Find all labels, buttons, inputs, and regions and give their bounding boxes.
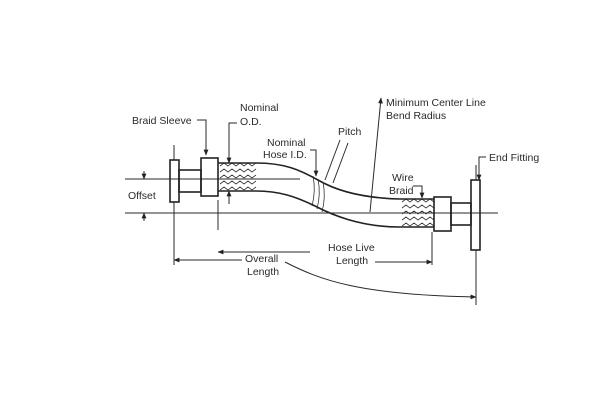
nominal-od-label-1: Nominal — [240, 102, 279, 114]
wire-braid-label-1: Wire — [392, 172, 414, 184]
offset-dimension: Offset — [128, 171, 156, 221]
pitch-marker: Pitch — [324, 126, 362, 184]
overall-length-dimension: Overall Length — [173, 253, 477, 300]
hose-body — [255, 162, 401, 228]
nominal-id-leader — [310, 149, 319, 177]
pitch-label: Pitch — [338, 126, 362, 138]
wire-braid-label-2: Braid — [389, 185, 414, 197]
braid-sleeve-label: Braid Sleeve — [132, 115, 192, 127]
nominal-id-label-2: Hose I.D. — [263, 149, 307, 161]
left-end-fitting — [169, 145, 219, 265]
hose-live-length-dimension: Hose Live Length — [217, 242, 433, 267]
end-fitting-label: End Fitting — [489, 152, 539, 164]
hose-live-label-2: Length — [336, 255, 368, 267]
nominal-id-label-1: Nominal — [267, 137, 306, 149]
hose-live-label-1: Hose Live — [328, 242, 375, 254]
bend-radius-label-2: Bend Radius — [386, 110, 446, 122]
overall-label-2: Length — [247, 266, 279, 278]
nominal-od-leader — [228, 122, 237, 150]
braid-sleeve-leader — [197, 119, 209, 156]
left-wire-braid — [218, 162, 257, 192]
end-fitting-leader — [476, 156, 486, 181]
wire-braid-leader — [413, 185, 425, 199]
bend-radius-label-1: Minimum Center Line — [386, 97, 486, 109]
overall-label-1: Overall — [245, 253, 278, 265]
right-end-fitting — [217, 165, 481, 305]
offset-label: Offset — [128, 190, 156, 202]
bend-radius-leader: Minimum Center Line Bend Radius — [369, 97, 486, 213]
nominal-od-label-2: O.D. — [240, 116, 262, 128]
right-wire-braid — [400, 198, 435, 228]
